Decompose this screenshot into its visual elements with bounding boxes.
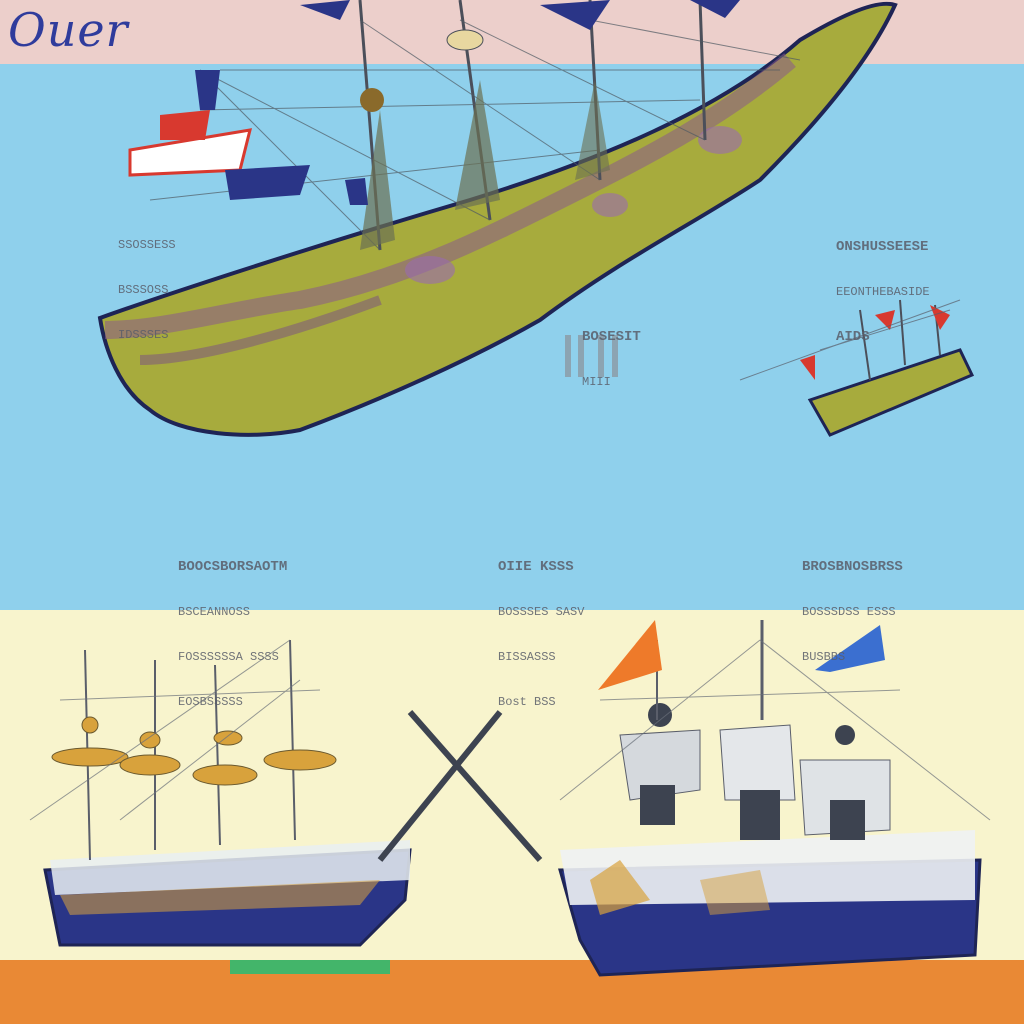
caption-right-upper: ONSHUSSEESE EEONTHEBASIDE AIDS [836,210,930,360]
caption-line: FOSSSSSSA SSSS [178,650,279,664]
small-galleon-icon [739,299,975,437]
caption-line: BOOCSBORSAOTM [178,559,288,575]
caption-line: MIII [582,375,611,389]
caption-line: BSCEANNOSS [178,605,251,619]
sailing-warship-icon [29,639,543,974]
caption-line: BOSSSDSS ESSS [802,605,896,619]
caption-line: Bost BSS [498,695,556,709]
caption-center-mid: BOSESIT MIII [582,300,641,405]
caption-line: OIIE KSSS [498,559,574,575]
caption-line: BISSASSS [498,650,556,664]
caption-bottom-right: BROSBNOSBRSS BOSSSDSS ESSS BUSBBS [802,530,903,680]
caption-line: BUSBBS [802,650,846,664]
sand-strip [0,960,1024,1024]
caption-line: EEONTHEBASIDE [836,285,930,299]
caption-line: IDSSSES [118,328,169,342]
caption-line: EOSBSSSSS [178,695,243,709]
caption-line: AIDS [836,329,870,345]
caption-left-upper: SSOSSESS BSSSOSS IDSSSES [118,208,176,358]
modern-warship-icon [558,620,991,977]
page-title: Ouer [8,3,129,57]
galleon-illustration-icon [97,0,898,437]
caption-line: ONSHUSSEESE [836,239,929,255]
caption-line: BOSSSES SASV [498,605,585,619]
caption-bottom-center: OIIE KSSS BOSSSES SASV BISSASSS Bost BSS [498,530,584,725]
caption-line: BSSSOSS [118,283,169,297]
caption-bottom-left: BOOCSBORSAOTM BSCEANNOSS FOSSSSSSA SSSS … [178,530,287,725]
gauge-bars [565,335,618,377]
caption-line: BROSBNOSBRSS [802,559,903,575]
caption-line: BOSESIT [582,329,641,345]
caption-line: SSOSSESS [118,238,176,252]
